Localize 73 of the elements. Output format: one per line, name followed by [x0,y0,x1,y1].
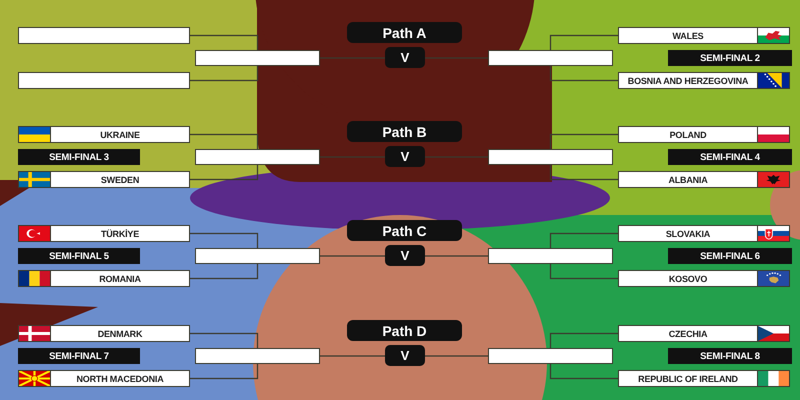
bracket-line [550,34,618,50]
bracket-line [425,57,488,59]
semi-final-label: SEMI-FINAL 8 [668,348,792,364]
team-name: UKRAINE [99,130,141,140]
team-name: TÜRKİYE [100,228,140,238]
bracket-line [550,134,618,149]
bracket-line [190,66,258,82]
blank-slot [488,50,613,66]
semi-final-label: SEMI-FINAL 2 [668,50,792,66]
bracket-line [190,34,258,50]
blank-slot [195,248,320,264]
path-label: Path B [347,121,462,142]
team-name: ROMANIA [98,274,142,284]
blank-slot [195,149,320,165]
team-entry [18,370,190,387]
team-entry [618,270,790,287]
blank-slot [488,348,613,364]
bracket-line [190,232,258,248]
team-entry [618,225,790,242]
path-label: Path A [347,22,462,43]
bracket-line [425,355,488,357]
team-name: KOSOVO [668,274,708,284]
team-entry [18,171,190,188]
team-name: DENMARK [96,328,144,338]
bracket-line [425,156,488,158]
blank-slot [488,149,613,165]
team-name: POLAND [668,130,708,140]
semi-final-label: SEMI-FINAL 3 [18,149,140,165]
team-name: WALES [671,30,704,40]
semi-final-label: SEMI-FINAL 4 [668,149,792,165]
versus-label: V [385,47,425,68]
team-entry [18,225,190,242]
blank-slot [195,50,320,66]
team-entry [18,270,190,287]
blank-slot [18,72,190,89]
versus-label: V [385,345,425,366]
bracket-line [550,364,618,380]
bracket-line [320,255,385,257]
team-entry [18,126,190,143]
path-label: Path D [347,320,462,341]
blank-slot [488,248,613,264]
team-entry [618,126,790,143]
team-name: BOSNIA AND HERZEGOVINA [626,76,750,86]
bracket-line [320,57,385,59]
bracket-line [190,134,258,149]
team-name: SWEDEN [100,174,140,184]
bracket-line [425,255,488,257]
bracket-line [190,264,258,280]
blank-slot [195,348,320,364]
team-name: REPUBLIC OF IRELAND [637,374,739,384]
blank-slot [18,27,190,44]
versus-label: V [385,146,425,167]
team-entry [618,171,790,188]
team-entry [618,325,790,342]
team-name: SLOVAKIA [664,228,712,238]
team-entry [618,72,790,89]
bracket-line [320,156,385,158]
team-entry [618,27,790,44]
bracket-line [550,332,618,348]
team-name: NORTH MACEDONIA [76,374,164,384]
semi-final-label: SEMI-FINAL 6 [668,248,792,264]
semi-final-label: SEMI-FINAL 7 [18,348,140,364]
bracket-line [320,355,385,357]
team-name: ALBANIA [667,174,709,184]
bracket-line [550,232,618,248]
team-entry [618,370,790,387]
semi-final-label: SEMI-FINAL 5 [18,248,140,264]
bracket-line [190,332,258,348]
team-name: CZECHIA [668,328,708,338]
bracket-line [190,364,258,380]
bracket-line [550,66,618,82]
bracket-line [550,264,618,280]
versus-label: V [385,245,425,266]
